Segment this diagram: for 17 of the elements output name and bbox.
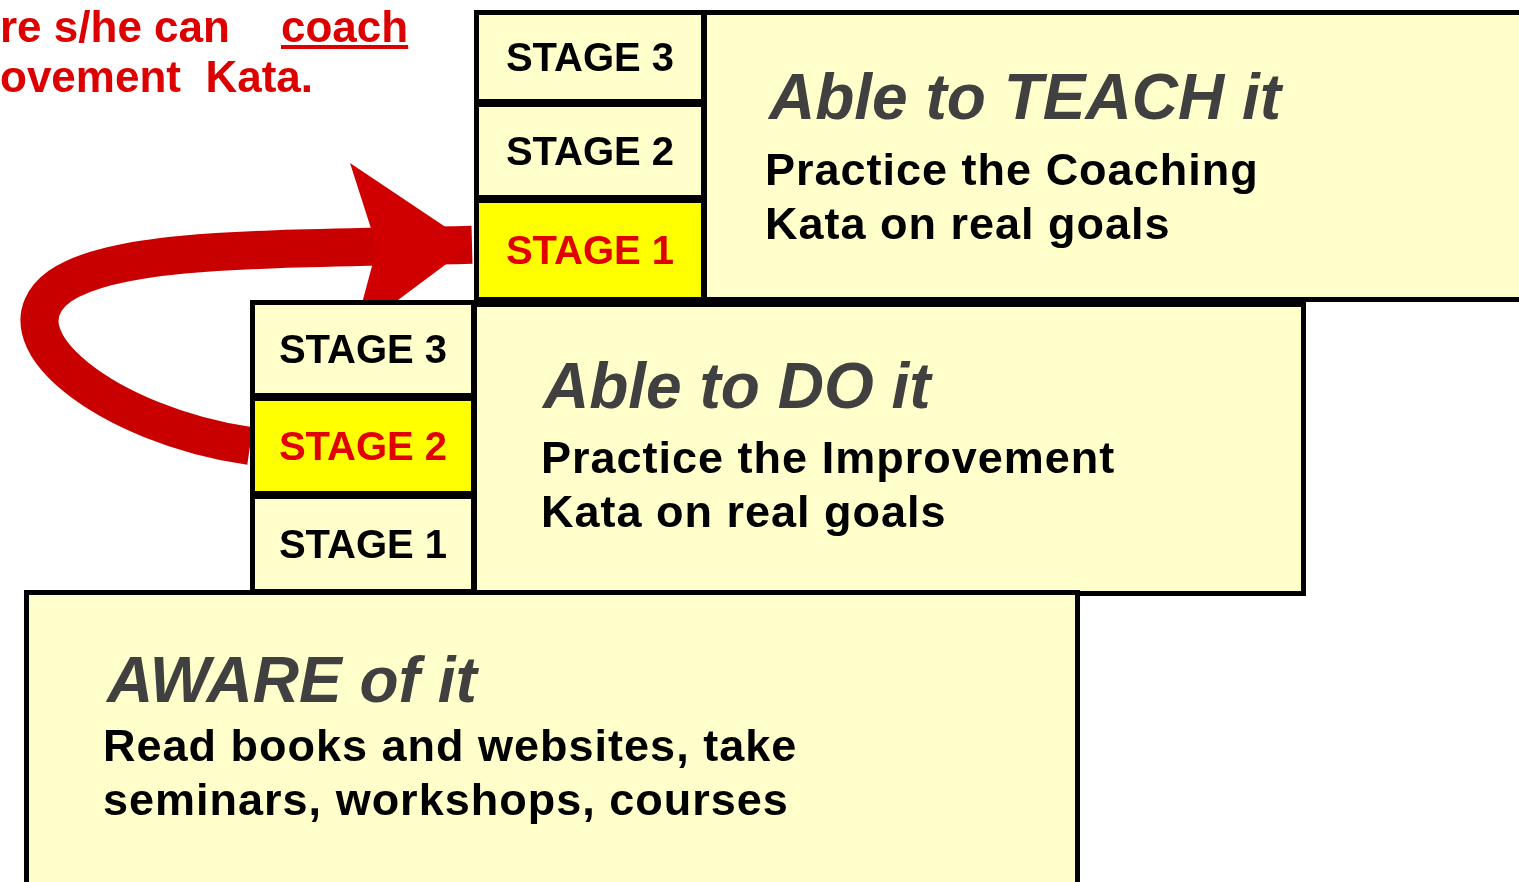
level-title: AWARE of it (107, 643, 477, 717)
stage-label: STAGE 3 (278, 326, 448, 372)
level-description: Practice the Coaching Kata on real goals (765, 143, 1260, 251)
note-text: ovement Kata. (0, 52, 313, 102)
level-box (24, 590, 1080, 882)
stage-label: STAGE 1 (505, 227, 675, 273)
stage-box (250, 300, 476, 398)
level-title: Able to DO it (543, 349, 931, 423)
emphasized-word: coach (281, 2, 409, 52)
stage-label: STAGE 1 (278, 521, 448, 567)
curved-arrow (21, 162, 473, 465)
stage-label: STAGE 3 (505, 34, 675, 80)
stage-label: STAGE 2 (278, 423, 448, 469)
level-description: Practice the Improvement Kata on real goals (541, 431, 1117, 539)
level-description: Read books and websites, take seminars, workshops, courses (103, 719, 799, 827)
stage-label: STAGE 2 (505, 128, 675, 174)
note-text: re s/he can (0, 2, 230, 52)
